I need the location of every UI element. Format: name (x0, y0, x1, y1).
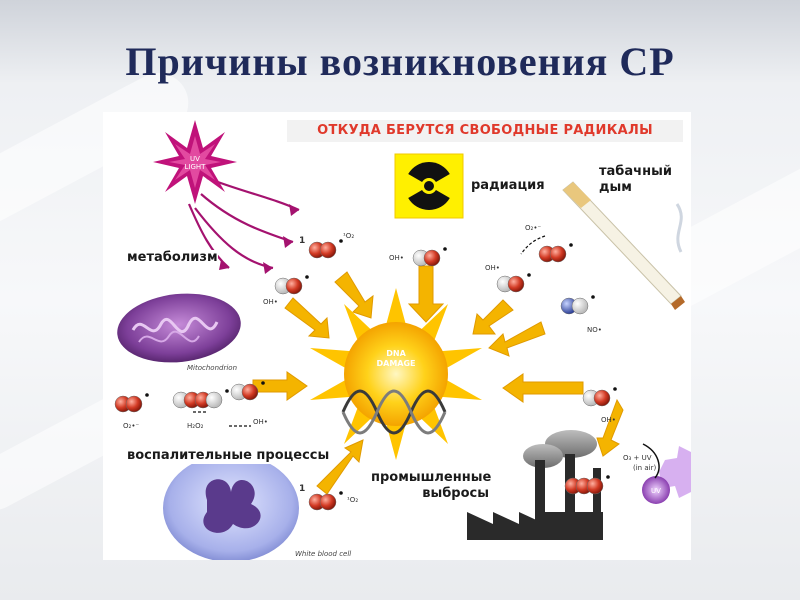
curved-arrow-in-air (642, 443, 660, 479)
label-radiation: радиация (471, 178, 545, 194)
molecule-o2-inflammation (114, 393, 149, 413)
atom (507, 275, 525, 293)
arrow-no (488, 321, 546, 357)
atom (593, 389, 611, 407)
radical-dot (305, 275, 309, 279)
uv-ray-heads (219, 204, 299, 274)
label-metabolism: метаболизм (127, 250, 218, 266)
label-h2o2: H₂O₂ (187, 422, 204, 430)
mitochondrion-icon (117, 293, 241, 363)
radical-dot (527, 273, 531, 277)
molecule-h2o2 (172, 389, 229, 409)
label-oh-industrial: OH• (601, 416, 616, 424)
molecules (114, 239, 617, 511)
label-inflammation: воспалительные процессы (127, 448, 330, 464)
dna-helix-icon (341, 389, 447, 435)
molecule-singlet-o2-uv (308, 239, 343, 259)
radical-dot (225, 389, 229, 393)
label-superoxide-tobacco: O₂•⁻ (525, 224, 542, 232)
caption-mitochondrion: Mitochondrion (187, 364, 238, 372)
radical-dot (145, 393, 149, 397)
molecule-singlet-o2-wbc (308, 491, 343, 511)
atom (571, 297, 589, 315)
label-oh-radiation: OH• (389, 254, 404, 262)
label-superoxide-inflammation: O₂•⁻ (123, 422, 140, 430)
radical-dot (591, 295, 595, 299)
arrows (252, 265, 624, 495)
dashed-arrows (193, 235, 546, 427)
radiation-icon (394, 153, 464, 219)
dna-damage-line1: DNA (386, 349, 406, 358)
arrow-uv (334, 271, 374, 319)
label-number-one-wbc: 1 (299, 484, 306, 494)
radical-dot (339, 491, 343, 495)
atom (319, 241, 337, 259)
label-singlet-oxygen-uv: ¹O₂ (343, 232, 355, 240)
slide-title: Причины возникновения СР (125, 39, 675, 84)
atom (205, 391, 223, 409)
cigarette-icon (562, 181, 685, 310)
white-blood-cell-icon (163, 454, 299, 560)
label-oh-inflammation: OH• (253, 418, 268, 426)
radical-dot (443, 247, 447, 251)
label-in-air: (in air) (633, 464, 657, 472)
atom (549, 245, 567, 263)
arrow-inflammation (252, 371, 308, 401)
arrow-metabolism (284, 297, 330, 339)
uv-light-label-line1: UV (190, 155, 200, 163)
arrow-tobacco (472, 299, 514, 335)
atom (285, 277, 303, 295)
label-oh-tobacco: OH• (485, 264, 500, 272)
atom (319, 493, 337, 511)
atom (125, 395, 143, 413)
molecule-no (560, 295, 595, 315)
molecule-oh-tobacco (496, 273, 531, 293)
molecule-oh-industrial (582, 387, 617, 407)
atom (241, 383, 259, 401)
label-singlet-oxygen-wbc: ¹O₂ (347, 496, 359, 504)
diagram-heading: ОТКУДА БЕРУТСЯ СВОБОДНЫЕ РАДИКАЛЫ (287, 120, 683, 142)
molecule-oh-metabolism (274, 275, 309, 295)
label-tobacco-smoke: табачный дым (599, 164, 683, 196)
diagram-canvas: UV LIGHT DNA (114, 120, 691, 560)
molecule-o2-tobacco (538, 243, 573, 263)
radical-dot (569, 243, 573, 247)
uv-light-label-line2: LIGHT (185, 163, 207, 171)
radical-dot (613, 387, 617, 391)
radical-dot (606, 475, 610, 479)
label-ozone-uv: O₃ + UV (623, 454, 652, 462)
molecule-oh-inflammation (230, 381, 265, 401)
atom (423, 249, 441, 267)
molecule-o3 (564, 475, 610, 495)
radical-dot (339, 239, 343, 243)
label-oh-metabolism: OH• (263, 298, 278, 306)
molecule-oh-radiation (412, 247, 447, 267)
atom (586, 477, 604, 495)
uv-light-burst (153, 120, 237, 204)
dna-damage-line2: DAMAGE (376, 359, 415, 368)
uv-sphere-icon (642, 446, 691, 504)
free-radicals-diagram: UV LIGHT DNA (103, 112, 691, 560)
uv-sphere-label: UV (651, 487, 661, 495)
label-number-one: 1 (299, 236, 306, 246)
caption-white-blood-cell: White blood cell (295, 550, 352, 558)
arrow-industrial (502, 373, 584, 403)
radical-dot (261, 381, 265, 385)
arrow-in-air (596, 398, 624, 457)
label-industrial-emissions: промышленные выбросы (371, 470, 492, 502)
label-no-radical: NO• (587, 326, 602, 334)
arrow-radiation (407, 265, 445, 323)
arrow-wbc (316, 439, 364, 495)
